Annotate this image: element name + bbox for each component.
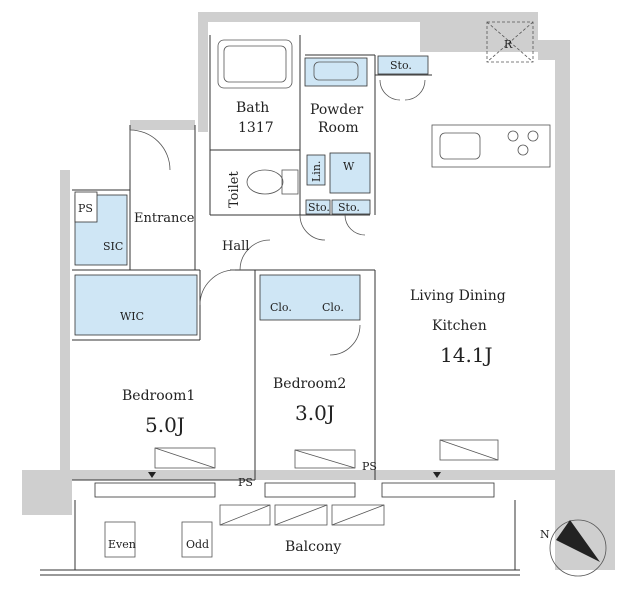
doors (129, 79, 426, 356)
powder-label-2: Room (318, 120, 359, 136)
fridge-label: R (504, 38, 513, 51)
powder-label-1: Powder (310, 102, 364, 118)
wic-label: WIC (120, 310, 144, 323)
balcony-label: Balcony (285, 539, 341, 555)
washer-space (329, 152, 371, 194)
closets (259, 274, 361, 321)
balcony-even-label: Even (108, 538, 136, 551)
storage-top (377, 55, 429, 75)
hall-label: Hall (222, 239, 249, 254)
balcony-odd-label: Odd (186, 538, 209, 551)
bath-size: 1317 (238, 120, 274, 136)
ldk-label-2: Kitchen (432, 318, 487, 334)
clo-2-label: Clo. (322, 301, 344, 314)
sic-label: SIC (103, 240, 123, 253)
bath-label: Bath (236, 100, 269, 116)
bedroom1-size: 5.0J (145, 413, 185, 437)
sto-1-label: Sto. (308, 201, 330, 214)
ldk-size: 14.1J (440, 343, 493, 367)
compass-north-label: N (540, 528, 550, 541)
window-marker-2 (433, 472, 441, 478)
entrance-label: Entrance (134, 211, 195, 226)
ps-bottom-right-label: PS (362, 460, 377, 473)
walk-in-closet (74, 274, 198, 336)
ps-top-box (74, 191, 98, 223)
washer-label: W (343, 160, 355, 173)
linen-closet (306, 154, 326, 186)
ps-top-label: PS (78, 202, 93, 215)
sto-2-label: Sto. (338, 201, 360, 214)
fridge-space (486, 21, 534, 63)
exterior-walls (22, 12, 615, 570)
powder-sink (304, 57, 368, 87)
lin-label: Lin. (310, 161, 323, 182)
bedroom2-label: Bedroom2 (273, 376, 346, 392)
clo-1-label: Clo. (270, 301, 292, 314)
bedroom1-label: Bedroom1 (122, 388, 195, 404)
kitchen-counter (431, 124, 551, 168)
sto-top-label: Sto. (390, 59, 412, 72)
toilet-fixture (246, 169, 299, 195)
toilet-label: Toilet (227, 171, 242, 208)
compass (549, 519, 607, 577)
windows (94, 482, 495, 498)
bathtub (217, 39, 293, 89)
ps-bottom-left-label: PS (238, 476, 253, 489)
balcony-area (40, 500, 520, 576)
interior-walls (72, 35, 432, 481)
window-marker-1 (148, 472, 156, 478)
storage-2 (331, 199, 371, 215)
ldk-label-1: Living Dining (410, 288, 506, 304)
bedroom2-size: 3.0J (295, 401, 335, 425)
storage-1 (305, 199, 331, 215)
vents (154, 439, 499, 526)
